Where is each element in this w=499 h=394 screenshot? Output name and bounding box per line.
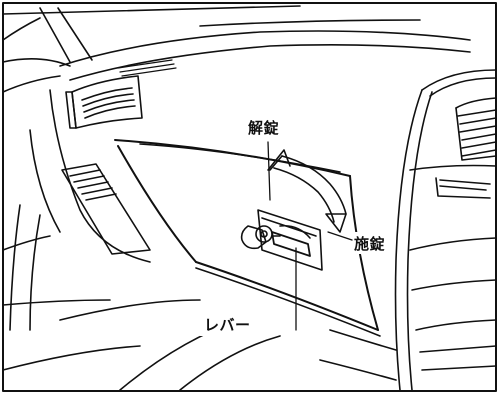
- lower-left-grille: [61, 163, 151, 255]
- windshield-pillar: [2, 5, 301, 63]
- label-unlock: 解錠: [248, 119, 279, 137]
- center-console: [394, 69, 497, 391]
- rotation-arrow-icon: [267, 149, 347, 233]
- lever-shape: [271, 231, 311, 257]
- glove-box-door: [114, 139, 381, 337]
- defroster-vent: [117, 59, 177, 77]
- glove-box-handle: [257, 209, 323, 271]
- label-lock: 施錠: [354, 235, 385, 253]
- label-lever: レバー: [204, 316, 251, 334]
- dashboard-left-body: [2, 89, 151, 331]
- dashboard-top: [2, 19, 471, 93]
- key-icon: [240, 225, 281, 250]
- left-air-vent: [65, 75, 143, 129]
